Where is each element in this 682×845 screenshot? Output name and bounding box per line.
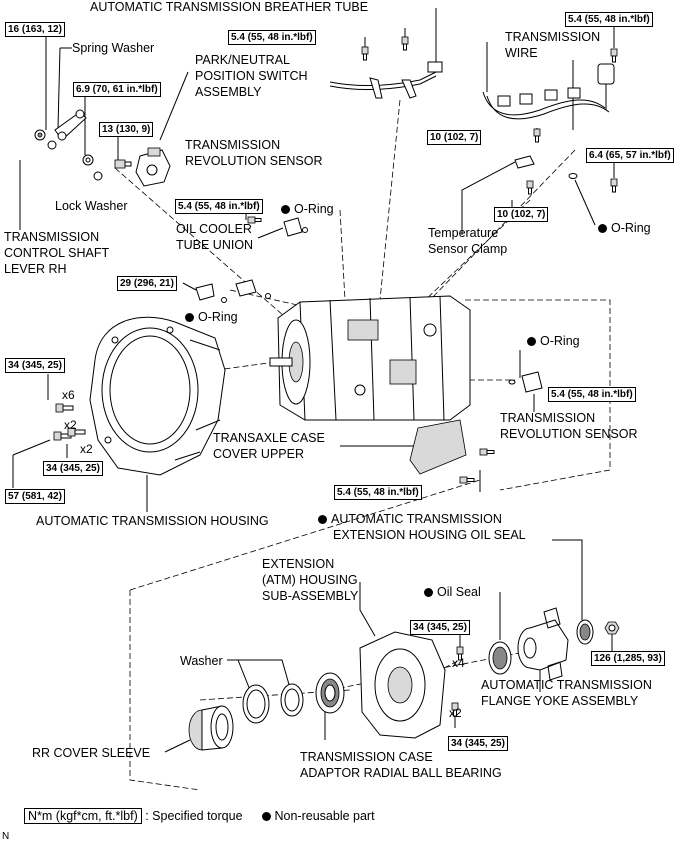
label-sleeve: RR COVER SLEEVE	[32, 746, 151, 760]
label-ext-seal-2: EXTENSION HOUSING OIL SEAL	[333, 528, 526, 542]
torque-box-10-a: 10 (102, 7)	[427, 130, 482, 145]
non-reusable-dot	[185, 312, 194, 322]
qty-x2-c: x2	[449, 706, 462, 720]
non-reusable-dot	[527, 336, 536, 346]
label-oil-seal: Oil Seal	[424, 585, 481, 600]
transaxle-case-cover	[409, 419, 467, 475]
legend-torque-unit: N*m (kgf*cm, ft.*lbf)	[24, 808, 142, 824]
label-spring-washer: Spring Washer	[72, 41, 155, 55]
non-reusable-dot	[281, 204, 290, 214]
label-case-cover-2: COVER UPPER	[213, 447, 304, 461]
torque-box-sensor: 5.4 (55, 48 in.*lbf)	[548, 387, 636, 402]
extension-housing	[359, 631, 446, 739]
rr-cover-sleeve	[188, 705, 234, 751]
revolution-sensor-right	[508, 371, 543, 393]
label-lever-3: LEVER RH	[4, 262, 67, 276]
label-oil-cooler-1: OIL COOLER	[176, 222, 252, 236]
torque-box-34-d: 34 (345, 25)	[448, 736, 508, 751]
legend-specified-torque: : Specified torque	[145, 809, 243, 823]
torque-box-29: 29 (296, 21)	[117, 276, 177, 291]
legend: N*m (kgf*cm, ft.*lbf) : Specified torque…	[24, 808, 375, 824]
transmission-wire	[482, 63, 615, 179]
oil-cooler-unions	[195, 217, 308, 303]
label-park-switch-2: POSITION SWITCH	[195, 69, 308, 83]
washers	[242, 683, 304, 724]
torque-box-16: 16 (163, 12)	[5, 22, 65, 37]
torque-box-69: 6.9 (70, 61 in.*lbf)	[73, 82, 161, 97]
breather-tube	[329, 61, 443, 99]
label-extension-3: SUB-ASSEMBLY	[262, 589, 359, 603]
legend-non-reusable: Non-reusable part	[274, 809, 375, 823]
torque-box-10-b: 10 (102, 7)	[494, 207, 549, 222]
label-flange-2: FLANGE YOKE ASSEMBLY	[481, 694, 639, 708]
torque-box-64: 6.4 (65, 57 in.*lbf)	[586, 148, 674, 163]
label-rev-sensor-top-1: TRANSMISSION	[185, 138, 281, 152]
legend-non-reusable-dot	[261, 811, 271, 821]
transmission-housing	[89, 316, 226, 476]
label-flange-1: AUTOMATIC TRANSMISSION	[481, 678, 652, 692]
label-rev-sensor-right-1: TRANSMISSION	[500, 411, 596, 425]
torque-box-13: 13 (130, 9)	[99, 122, 154, 137]
footer-code: N	[2, 831, 10, 842]
label-temp-clamp-1: Temperature	[428, 226, 499, 240]
torque-box-34-a: 34 (345, 25)	[5, 358, 65, 373]
torque-box-wire: 5.4 (55, 48 in.*lbf)	[565, 12, 653, 27]
label-trans-wire-1: TRANSMISSION	[505, 30, 601, 44]
label-oil-cooler-2: TUBE UNION	[176, 238, 254, 252]
label-o-ring-wire: O-Ring	[598, 221, 651, 236]
bolts	[34, 36, 620, 717]
label-case-cover-1: TRANSAXLE CASE	[213, 431, 325, 445]
torque-box-34-c: 34 (345, 25)	[410, 620, 470, 635]
extension-oil-seal	[576, 619, 594, 645]
park-neutral-switch	[135, 147, 171, 187]
label-o-ring-cooler: O-Ring	[281, 202, 334, 217]
torque-box-breather: 5.4 (55, 48 in.*lbf)	[228, 30, 316, 45]
label-park-switch-3: ASSEMBLY	[195, 85, 262, 99]
qty-x4: x4	[452, 656, 465, 670]
torque-box-cooler: 5.4 (55, 48 in.*lbf)	[175, 199, 263, 214]
qty-x6: x6	[62, 388, 75, 402]
label-housing: AUTOMATIC TRANSMISSION HOUSING	[36, 514, 269, 528]
label-extension-2: (ATM) HOUSING	[262, 573, 358, 587]
label-ext-seal-1: AUTOMATIC TRANSMISSION	[318, 512, 502, 527]
qty-x2-b: x2	[80, 442, 93, 456]
label-temp-clamp-2: Sensor Clamp	[428, 242, 508, 256]
torque-box-57: 57 (581, 42)	[5, 489, 65, 504]
label-rev-sensor-right-2: REVOLUTION SENSOR	[500, 427, 638, 441]
label-lock-washer: Lock Washer	[55, 199, 128, 213]
label-breather-tube: AUTOMATIC TRANSMISSION BREATHER TUBE	[90, 0, 369, 14]
non-reusable-dot	[424, 587, 433, 597]
label-bearing-1: TRANSMISSION CASE	[300, 750, 433, 764]
torque-box-34-b: 34 (345, 25)	[43, 461, 103, 476]
label-lever-1: TRANSMISSION	[4, 230, 100, 244]
label-park-switch-1: PARK/NEUTRAL	[195, 53, 290, 67]
flange-yoke	[517, 607, 569, 681]
non-reusable-dot	[598, 223, 607, 233]
label-lever-2: CONTROL SHAFT	[4, 246, 110, 260]
label-bearing-2: ADAPTOR RADIAL BALL BEARING	[300, 766, 502, 780]
label-o-ring-sensor: O-Ring	[527, 334, 580, 349]
label-extension-1: EXTENSION	[262, 557, 335, 571]
label-o-ring-union: O-Ring	[185, 310, 238, 325]
torque-box-126: 126 (1,285, 93)	[591, 651, 665, 666]
ball-bearing	[315, 672, 345, 714]
qty-x2-a: x2	[64, 418, 77, 432]
non-reusable-dot	[318, 514, 327, 524]
label-trans-wire-2: WIRE	[505, 46, 538, 60]
label-rev-sensor-top-2: REVOLUTION SENSOR	[185, 154, 323, 168]
torque-box-cover: 5.4 (55, 48 in.*lbf)	[334, 485, 422, 500]
label-washer: Washer	[180, 654, 223, 668]
transmission-case	[269, 295, 471, 421]
oil-seal	[488, 641, 512, 675]
